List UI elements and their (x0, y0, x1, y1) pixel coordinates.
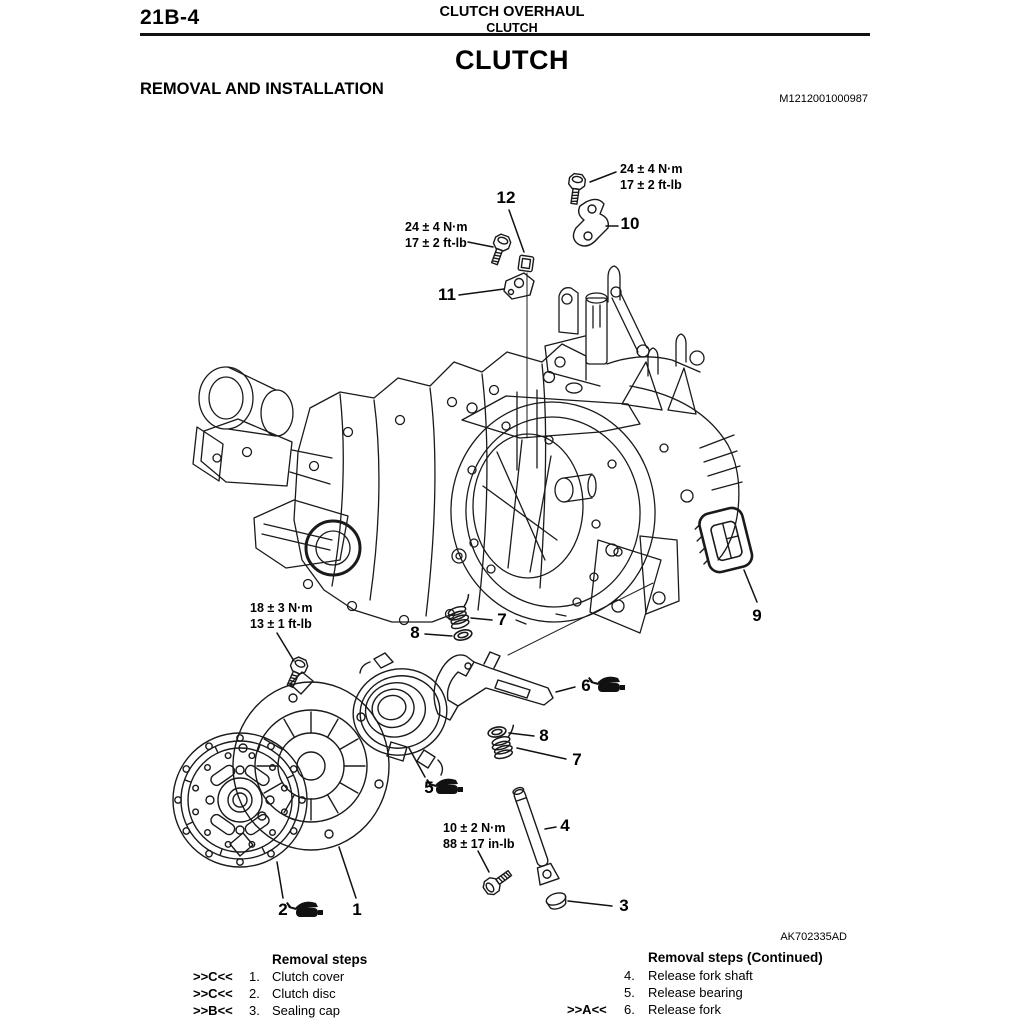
gear-case (253, 343, 587, 626)
step-label: Clutch disc (272, 986, 336, 1001)
transaxle-assembly (192, 265, 743, 656)
header-section: CLUTCH (486, 21, 538, 35)
end-cover (629, 385, 743, 561)
section-subtitle: REMOVAL AND INSTALLATION (140, 80, 384, 98)
grease-gun-icon (587, 675, 626, 693)
bolt-icon (480, 865, 516, 898)
callout-11: 11 (438, 285, 456, 304)
release-fork-part-6 (433, 651, 554, 721)
callout-1: 1 (352, 900, 362, 919)
clip-part-8 (452, 627, 474, 643)
step-marker: >>B<< (193, 1003, 233, 1018)
torque-label: 24 ± 4 N·m 17 ± 2 ft-lb (620, 161, 682, 194)
bolt-icon (282, 654, 311, 691)
upper-bracket (461, 389, 641, 471)
step-label: Release bearing (648, 985, 743, 1000)
callout-2: 2 (278, 900, 288, 919)
step-marker: >>C<< (193, 986, 233, 1001)
leader-lines (276, 171, 758, 907)
torque-metric: 24 ± 4 N·m (405, 220, 468, 234)
page-code: 21B-4 (140, 6, 200, 29)
header-chapter: CLUTCH OVERHAUL (439, 4, 585, 20)
bolt-icon (486, 232, 513, 268)
step-number: 5. (624, 985, 635, 1000)
torque-label: 24 ± 4 N·m 17 ± 2 ft-lb (405, 219, 467, 252)
figure-code: AK702335AD (780, 931, 847, 943)
removal-steps-heading: Removal steps (272, 952, 368, 967)
callout-5: 5 (424, 778, 434, 797)
left-axle-housing (192, 366, 333, 487)
step-number: 1. (249, 969, 260, 984)
step-marker: >>A<< (567, 1002, 607, 1017)
callout-7-upper: 7 (497, 610, 507, 629)
torque-metric: 10 ± 2 N·m (443, 821, 506, 835)
torque-label: 18 ± 3 N·m 13 ± 1 ft-lb (250, 600, 312, 633)
step-number: 6. (624, 1002, 635, 1017)
step-label: Release fork shaft (648, 968, 753, 983)
step-marker: >>C<< (193, 969, 233, 984)
clutch-housing-flange (450, 401, 656, 625)
rubber-cap-part-9 (694, 506, 754, 574)
torque-label: 10 ± 2 N·m 88 ± 17 in-lb (443, 820, 514, 853)
callout-8-lower: 8 (539, 726, 549, 745)
step-number: 2. (249, 986, 260, 1001)
bolt-icon (565, 172, 587, 206)
step-number: 3. (249, 1003, 260, 1018)
torque-imperial: 17 ± 2 ft-lb (620, 178, 682, 193)
callout-8-upper: 8 (410, 623, 420, 642)
torque-imperial: 88 ± 17 in-lb (443, 837, 515, 852)
removal-steps-continued-heading: Removal steps (Continued) (648, 950, 823, 965)
callout-6: 6 (581, 676, 591, 695)
step-label: Clutch cover (272, 969, 345, 984)
clutch-cover-part-1 (229, 671, 408, 857)
callout-4: 4 (560, 816, 570, 835)
callout-9: 9 (752, 606, 762, 625)
header-rule (140, 33, 870, 36)
return-spring-part-7 (443, 593, 479, 632)
sealing-cap-part-3 (545, 892, 567, 910)
callout-3: 3 (619, 896, 629, 915)
step-number: 4. (624, 968, 635, 983)
callout-12: 12 (496, 188, 516, 207)
torque-imperial: 13 ± 1 ft-lb (250, 617, 312, 632)
torque-metric: 24 ± 4 N·m (620, 162, 683, 176)
nut-part-12 (517, 254, 535, 273)
grease-gun-icon (285, 900, 324, 918)
callout-7-lower: 7 (572, 750, 582, 769)
torque-metric: 18 ± 3 N·m (250, 601, 313, 615)
shift-mechanism (542, 265, 705, 415)
mount-brackets (589, 535, 680, 634)
release-fork-shaft-part-4 (512, 786, 560, 886)
step-label: Release fork (648, 1002, 721, 1017)
callout-10: 10 (620, 214, 640, 233)
page-title: CLUTCH (455, 45, 569, 75)
torque-imperial: 17 ± 2 ft-lb (405, 236, 467, 251)
clutch-disc-part-2 (172, 732, 308, 868)
step-label: Sealing cap (272, 1003, 340, 1018)
clip-plate-part-11 (503, 272, 535, 300)
bracket-part-10 (572, 198, 610, 247)
doc-number: M1212001000987 (779, 93, 868, 105)
